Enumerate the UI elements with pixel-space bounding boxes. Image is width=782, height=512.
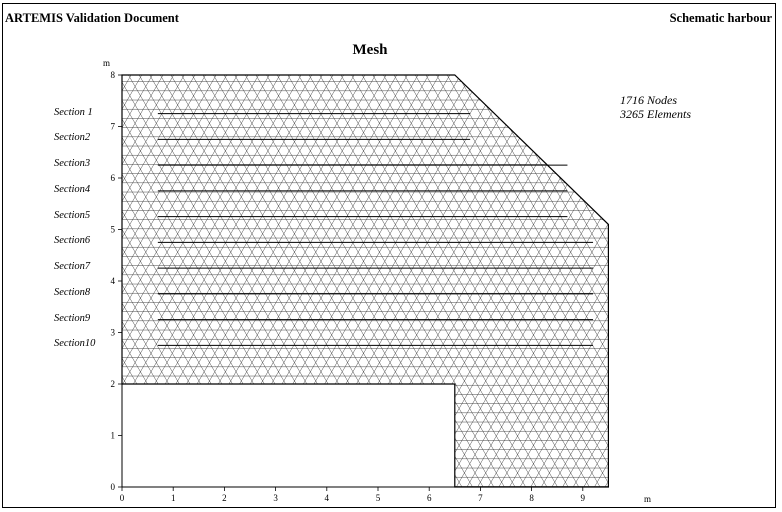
x-tick-label: 1 <box>171 493 176 503</box>
y-tick-label: 6 <box>111 173 116 183</box>
mesh-grid <box>122 75 609 487</box>
y-tick-label: 8 <box>111 70 116 80</box>
y-tick-label: 0 <box>111 482 116 492</box>
element-count: 3265 Elements <box>620 107 691 121</box>
node-count: 1716 Nodes <box>620 93 677 107</box>
section-label: Section2 <box>54 132 91 144</box>
y-tick-label: 4 <box>111 276 116 286</box>
y-axis-unit: m <box>103 58 111 68</box>
mesh-boundary <box>121 74 610 488</box>
x-tick-label: 0 <box>120 493 125 503</box>
section-label: Section8 <box>54 286 91 298</box>
x-tick-label: 8 <box>529 493 534 503</box>
section-label: Section5 <box>54 209 91 221</box>
x-tick-label: 7 <box>478 493 483 503</box>
x-tick-label: 6 <box>427 493 432 503</box>
axes: 0 1 2 3 4 5 6 7 8 9 0 1 2 3 4 5 6 7 8 <box>111 70 609 503</box>
x-tick-label: 5 <box>376 493 381 503</box>
section-label: Section9 <box>54 312 91 324</box>
section-label: Section7 <box>54 261 91 273</box>
section-label: Section3 <box>54 158 91 170</box>
y-tick-label: 5 <box>111 225 116 235</box>
section-label: Section10 <box>54 338 96 350</box>
document-subtitle: Schematic harbour <box>669 11 772 25</box>
x-tick-label: 9 <box>581 493 586 503</box>
x-tick-label: 4 <box>325 493 330 503</box>
section-label: Section4 <box>54 183 91 195</box>
document-frame <box>2 3 776 508</box>
figure-title: Mesh <box>352 42 388 58</box>
x-axis-unit: m <box>644 494 652 504</box>
y-tick-label: 1 <box>111 431 116 441</box>
y-tick-label: 3 <box>111 328 116 338</box>
section-label: Section 1 <box>54 106 93 118</box>
section-lines <box>157 113 594 346</box>
y-tick-label: 7 <box>111 122 116 132</box>
x-tick-label: 2 <box>222 493 227 503</box>
section-label: Section6 <box>54 235 91 247</box>
document-title: ARTEMIS Validation Document <box>5 11 179 25</box>
y-tick-label: 2 <box>111 379 116 389</box>
x-tick-label: 3 <box>273 493 278 503</box>
